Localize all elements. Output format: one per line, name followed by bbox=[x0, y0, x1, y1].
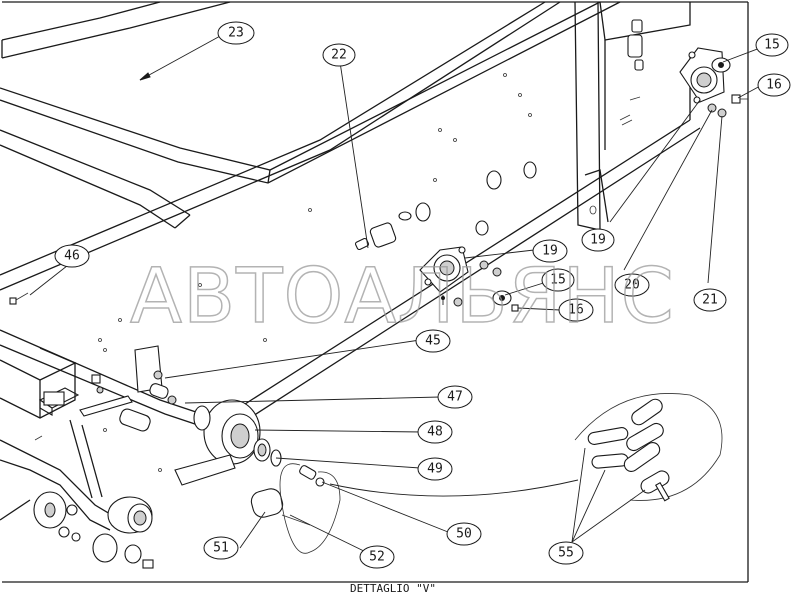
callout-15-top: 15 bbox=[755, 33, 789, 57]
svg-text:15: 15 bbox=[764, 38, 780, 53]
callout-52: 52 bbox=[359, 545, 395, 569]
frame-structure bbox=[0, 1, 621, 229]
svg-text:48: 48 bbox=[427, 425, 443, 440]
callout-23: 23 bbox=[217, 21, 255, 45]
callout-48: 48 bbox=[417, 420, 453, 444]
bearing-assembly-top bbox=[627, 19, 748, 118]
pulley-48 bbox=[174, 399, 282, 486]
svg-text:55: 55 bbox=[558, 546, 574, 561]
svg-text:49: 49 bbox=[427, 462, 443, 477]
svg-text:16: 16 bbox=[766, 78, 782, 93]
svg-text:52: 52 bbox=[369, 550, 385, 565]
watermark-text: АВТОАЛЬЯНС bbox=[130, 251, 675, 340]
svg-text:19: 19 bbox=[590, 233, 606, 248]
callout-16-top: 16 bbox=[757, 73, 791, 97]
tensioner-bracket bbox=[79, 345, 177, 432]
svg-text:20: 20 bbox=[624, 278, 640, 293]
leader-lines bbox=[29, 34, 769, 556]
svg-text:46: 46 bbox=[64, 249, 80, 264]
callout-50: 50 bbox=[446, 522, 482, 546]
svg-text:16: 16 bbox=[568, 303, 584, 318]
callout-15-middle: 15 bbox=[541, 268, 575, 292]
callout-19-middle: 19 bbox=[532, 239, 568, 263]
svg-text:51: 51 bbox=[213, 541, 229, 556]
svg-text:15: 15 bbox=[550, 273, 566, 288]
svg-text:47: 47 bbox=[447, 390, 463, 405]
svg-text:22: 22 bbox=[331, 48, 347, 63]
spring-tensioner bbox=[250, 463, 341, 554]
svg-text:50: 50 bbox=[456, 527, 472, 542]
callout-55: 55 bbox=[548, 541, 584, 565]
svg-text:19: 19 bbox=[542, 244, 558, 259]
callout-19-right: 19 bbox=[581, 228, 615, 252]
left-frame-box bbox=[0, 292, 121, 531]
callout-22: 22 bbox=[322, 43, 356, 67]
callout-20: 20 bbox=[614, 273, 650, 297]
callout-46: 46 bbox=[54, 244, 90, 268]
callout-45: 45 bbox=[415, 329, 451, 353]
callout-47: 47 bbox=[437, 385, 473, 409]
svg-text:23: 23 bbox=[228, 26, 244, 41]
bearing-assembly-middle bbox=[419, 246, 519, 312]
svg-text:45: 45 bbox=[425, 334, 441, 349]
callout-49: 49 bbox=[417, 457, 453, 481]
detail-caption: DETTAGLIO "V" bbox=[350, 582, 436, 595]
pin-set bbox=[354, 211, 412, 251]
chain-link-detail bbox=[574, 393, 723, 502]
callout-21: 21 bbox=[693, 288, 727, 312]
callout-51: 51 bbox=[203, 536, 239, 560]
idler-rollers bbox=[0, 491, 154, 569]
callout-16-middle: 16 bbox=[558, 298, 594, 322]
svg-text:21: 21 bbox=[702, 293, 718, 308]
